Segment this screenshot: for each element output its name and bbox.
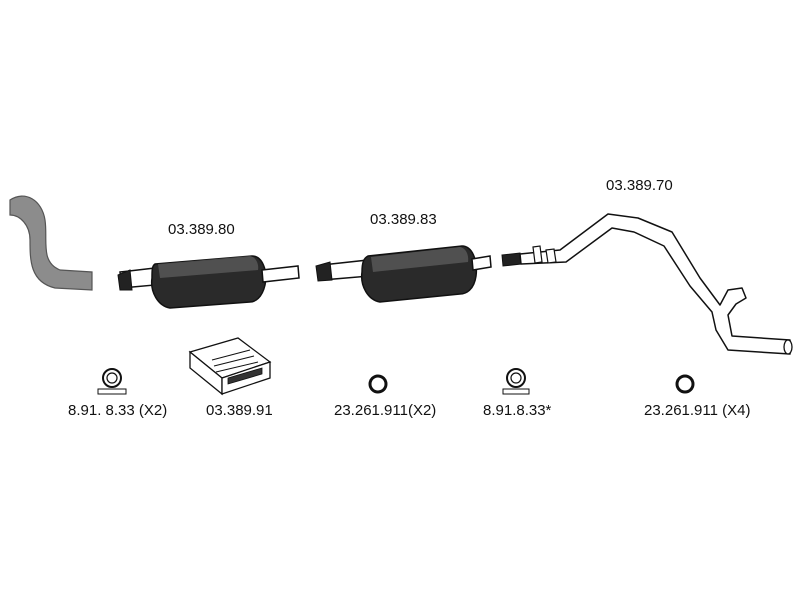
- ring-icon: [675, 374, 695, 394]
- ring-b-label: 23.261.911 (X4): [644, 402, 751, 419]
- rear-silencer-label: 03.389.80: [168, 221, 235, 238]
- gray-tailpipe-part: [9, 195, 93, 291]
- centre-silencer-part: [315, 245, 492, 303]
- clamp-icon: [502, 368, 530, 395]
- clamp-icon: [97, 368, 127, 395]
- mounting-kit-box-icon: [188, 337, 272, 396]
- clamp-a-label: 8.91. 8.33 (X2): [68, 402, 168, 419]
- ring-icon: [368, 374, 388, 394]
- clamp-b-label: 8.91.8.33*: [483, 402, 552, 419]
- rear-silencer-part: [117, 255, 300, 309]
- front-pipe-label: 03.389.70: [606, 177, 673, 194]
- centre-silencer-label: 03.389.83: [370, 211, 437, 228]
- front-pipe-part: [501, 213, 793, 355]
- mounting-kit-label: 03.389.91: [206, 402, 273, 419]
- ring-a-label: 23.261.911(X2): [334, 402, 437, 419]
